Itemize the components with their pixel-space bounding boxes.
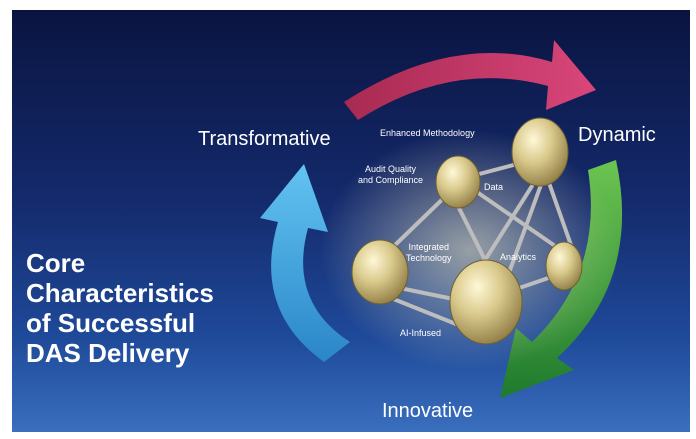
link-audit-analytics bbox=[472, 188, 560, 250]
label-ai-infused: AI-Infused bbox=[400, 328, 442, 338]
label-data: Data bbox=[484, 182, 504, 192]
cycle-network-diagram bbox=[260, 40, 623, 398]
link-methodology-analytics bbox=[546, 178, 574, 250]
label-integrated-technology: Integrated Technology bbox=[406, 242, 452, 264]
label-dynamic: Dynamic bbox=[578, 124, 656, 146]
headline: Core Characteristics of Successful DAS D… bbox=[26, 248, 256, 368]
headline-line-1: Core bbox=[26, 248, 86, 278]
label-integrated-line2: Technology bbox=[406, 253, 452, 263]
node-enhanced-methodology bbox=[511, 117, 569, 187]
headline-line-2: Characteristics bbox=[26, 278, 214, 308]
node-audit-quality bbox=[435, 155, 481, 209]
node-ai-infused bbox=[449, 259, 523, 345]
slide-background: Transformative Dynamic Innovative Enhanc… bbox=[12, 10, 690, 432]
network-glow bbox=[320, 130, 620, 370]
label-audit-quality-line1: Audit Quality bbox=[365, 164, 417, 174]
label-enhanced-methodology: Enhanced Methodology bbox=[380, 128, 475, 138]
label-transformative: Transformative bbox=[198, 128, 331, 150]
label-audit-quality-line2: and Compliance bbox=[358, 175, 424, 185]
node-integrated-technology bbox=[351, 239, 409, 305]
label-audit-quality: Audit Quality and Compliance bbox=[358, 164, 423, 186]
headline-line-4: DAS Delivery bbox=[26, 338, 190, 368]
cycle-arrow-top bbox=[344, 40, 596, 120]
link-integrated-ai-2 bbox=[384, 294, 468, 330]
label-innovative: Innovative bbox=[382, 400, 474, 422]
label-analytics: Analytics bbox=[500, 252, 537, 262]
label-integrated-line1: Integrated bbox=[408, 242, 450, 252]
node-analytics bbox=[545, 241, 583, 291]
cycle-arrow-left bbox=[260, 164, 350, 362]
headline-line-3: of Successful bbox=[26, 308, 196, 338]
link-methodology-ai bbox=[478, 184, 534, 270]
